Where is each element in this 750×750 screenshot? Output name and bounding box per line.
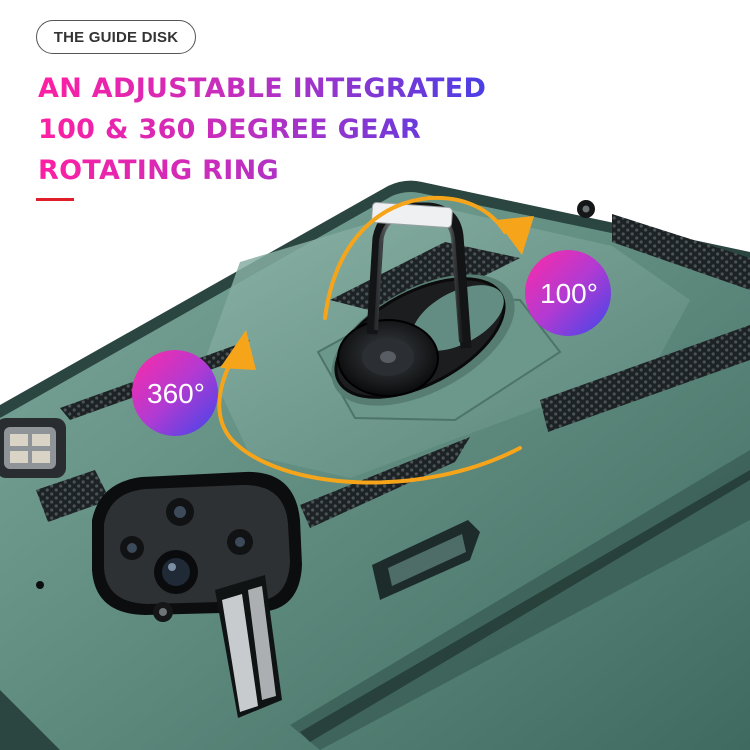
headline-line-2: 100 & 360 DEGREE GEAR [38,109,486,150]
degree-label-360: 360° [147,378,205,409]
headline-line-3: ROTATING RING [38,150,486,191]
degree-label-100: 100° [540,278,598,309]
headline-line-1: AN ADJUSTABLE INTEGRATED [38,68,486,109]
accent-divider [36,198,74,201]
headline: AN ADJUSTABLE INTEGRATED 100 & 360 DEGRE… [38,68,486,191]
rotation-arrow-icon [217,195,522,485]
guide-disk-badge: THE GUIDE DISK [36,20,196,54]
